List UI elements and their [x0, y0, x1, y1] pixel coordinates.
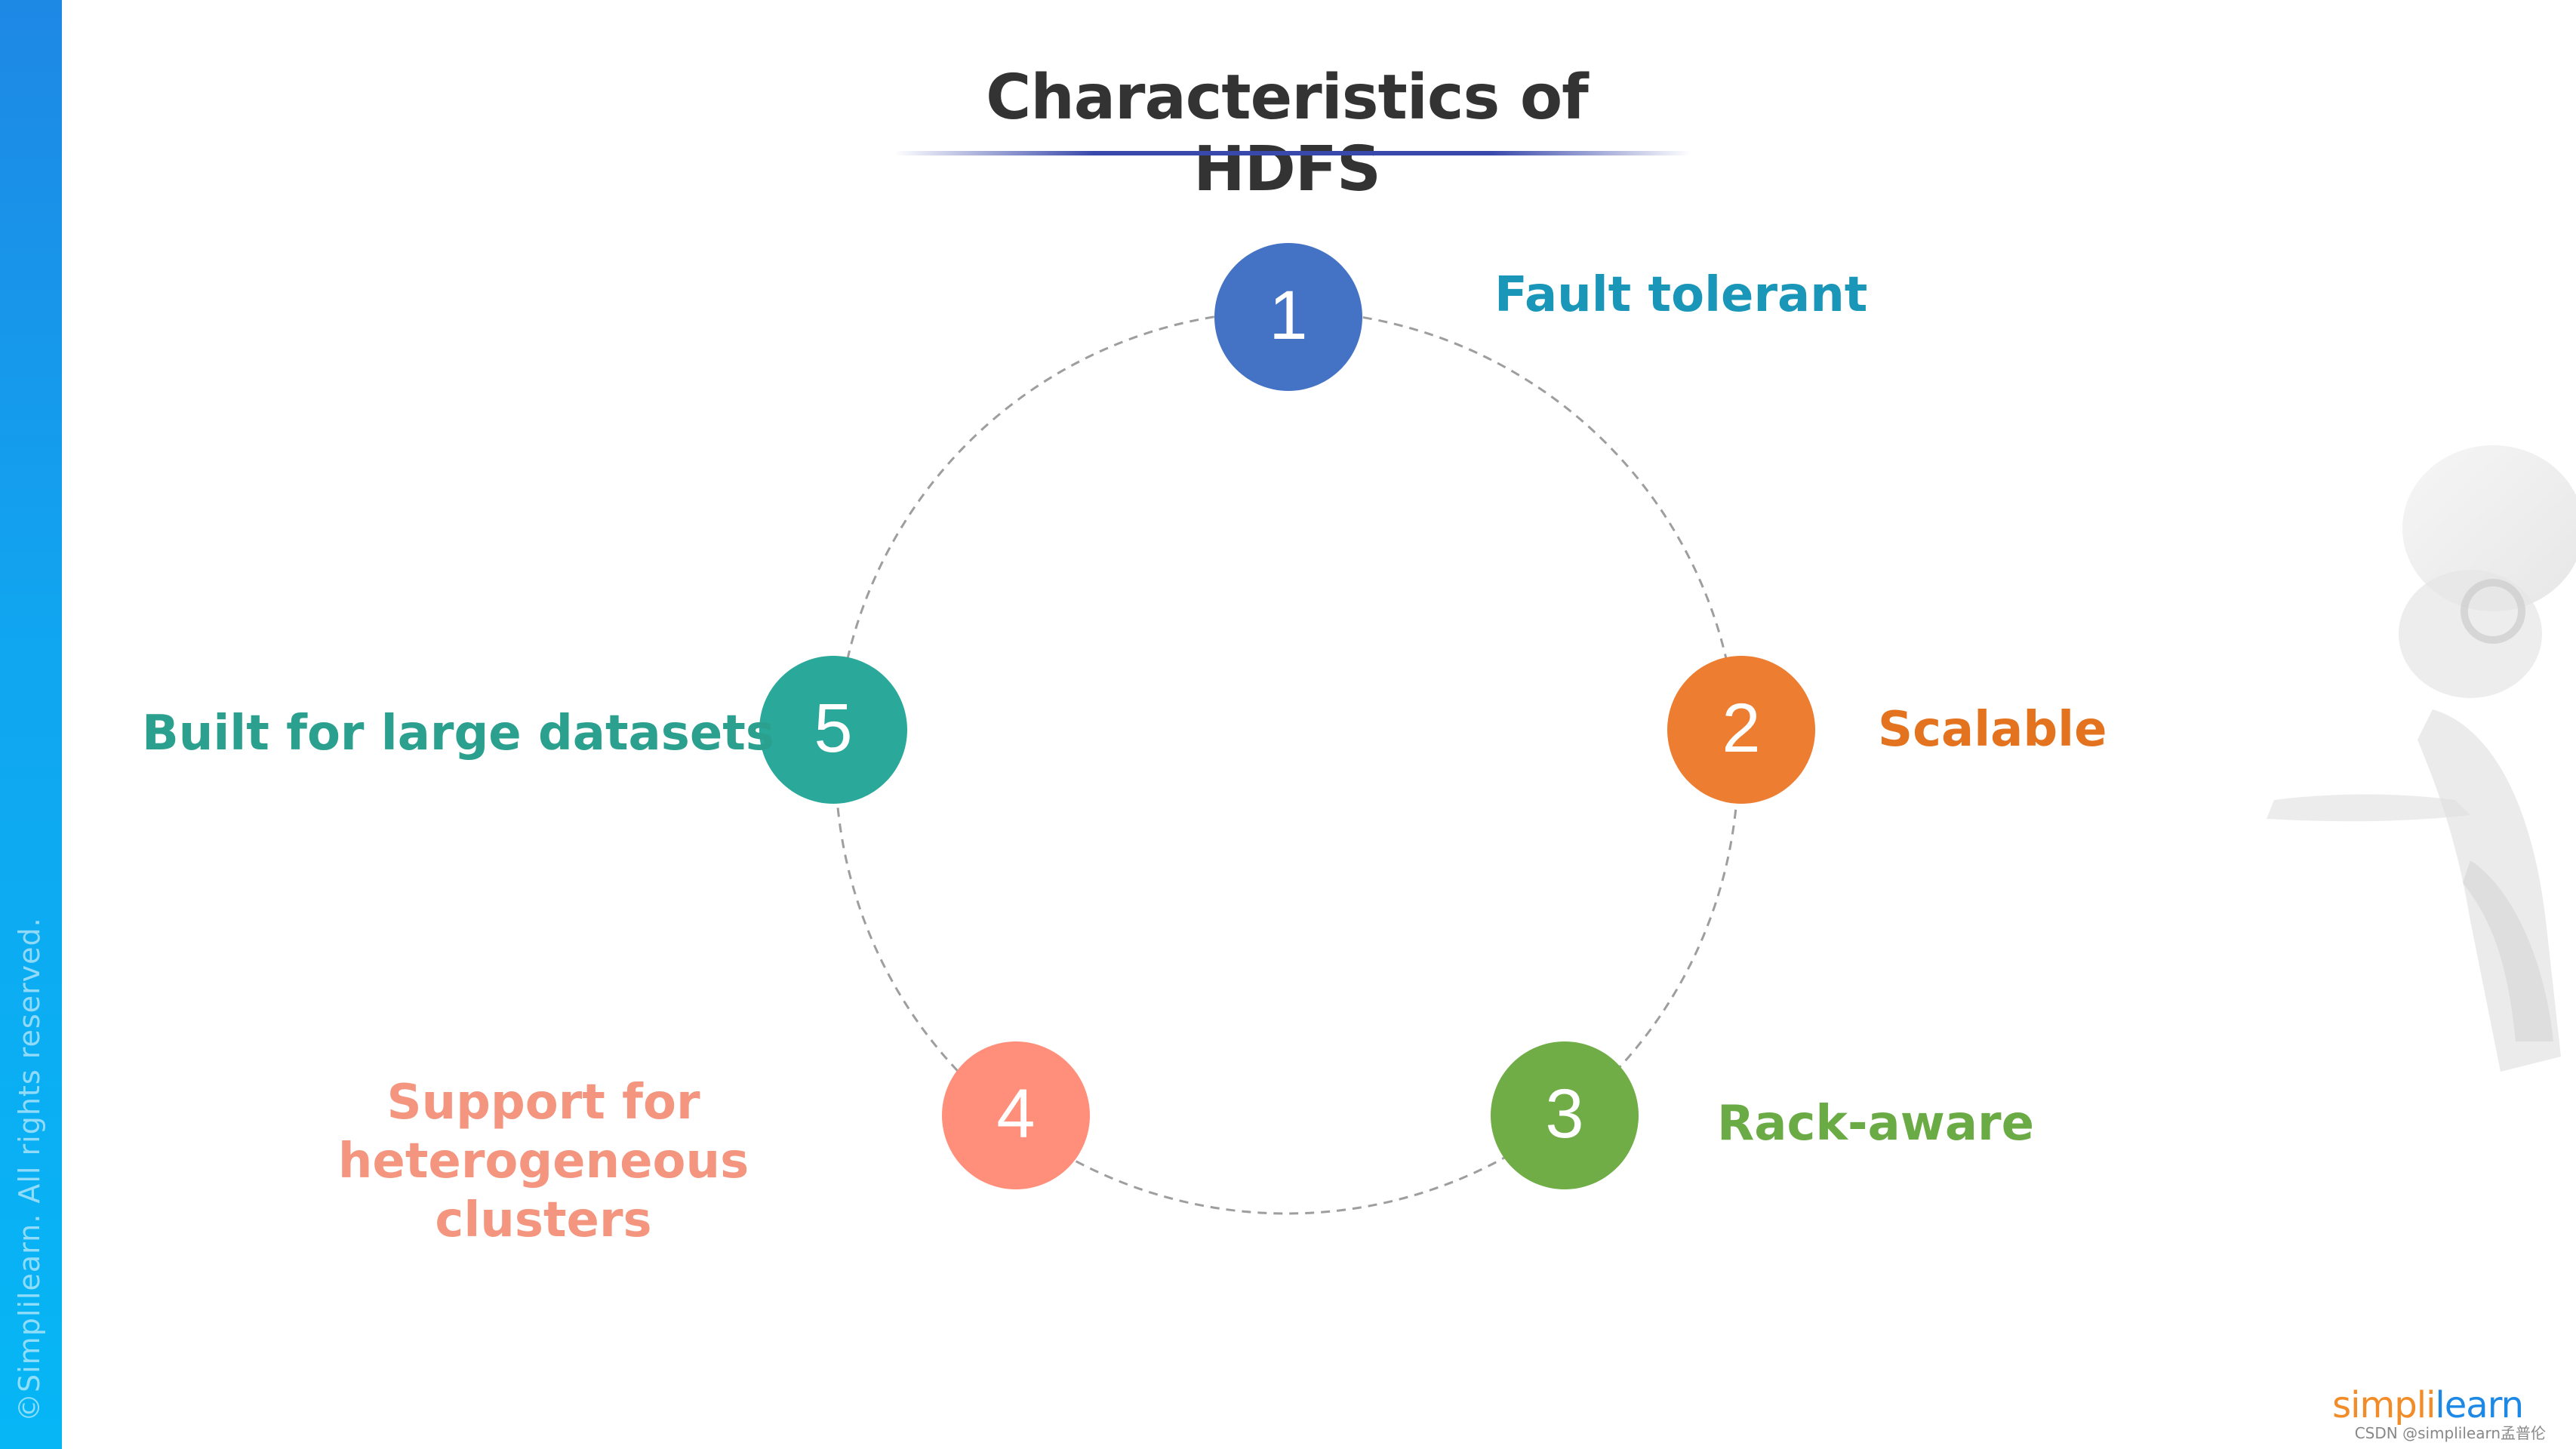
- label-large-datasets: Built for large datasets: [142, 706, 774, 761]
- label-4-line-2: heterogeneous clusters: [337, 1134, 749, 1248]
- node-3-circle: [1491, 1041, 1639, 1189]
- robot-figure-image: [2267, 445, 2576, 1072]
- simplilearn-logo: simplilearn: [2332, 1384, 2524, 1426]
- node-2-number: 2: [1722, 690, 1760, 767]
- left-brand-bar: [0, 0, 62, 1449]
- node-5: 5: [759, 656, 907, 804]
- label-heterogeneous-clusters: Support for heterogeneous clusters: [242, 1073, 845, 1250]
- node-5-number: 5: [814, 690, 852, 767]
- node-2: 2: [1667, 656, 1815, 804]
- logo-simpl: simpl: [2332, 1384, 2427, 1426]
- node-4-circle: [942, 1041, 1090, 1189]
- label-rack-aware: Rack-aware: [1717, 1096, 2034, 1152]
- node-5-circle: [759, 656, 907, 804]
- node-2-circle: [1667, 656, 1815, 804]
- node-4-number: 4: [996, 1075, 1035, 1152]
- csdn-watermark: CSDN @simplilearn孟普伦: [2354, 1424, 2546, 1442]
- node-3: 3: [1491, 1041, 1639, 1189]
- node-1-number: 1: [1269, 277, 1307, 354]
- node-1: 1: [1214, 243, 1362, 391]
- logo-learn: learn: [2435, 1384, 2524, 1426]
- logo-i: i: [2426, 1384, 2436, 1426]
- label-4-line-1: Support for: [386, 1075, 700, 1131]
- title-underline: [894, 151, 1691, 155]
- node-3-number: 3: [1545, 1075, 1583, 1152]
- page-title: Characteristics of HDFS: [986, 62, 1589, 205]
- label-scalable: Scalable: [1878, 702, 2107, 758]
- node-1-circle: [1214, 243, 1362, 391]
- label-fault-tolerant: Fault tolerant: [1494, 267, 1868, 323]
- node-4: 4: [942, 1041, 1090, 1189]
